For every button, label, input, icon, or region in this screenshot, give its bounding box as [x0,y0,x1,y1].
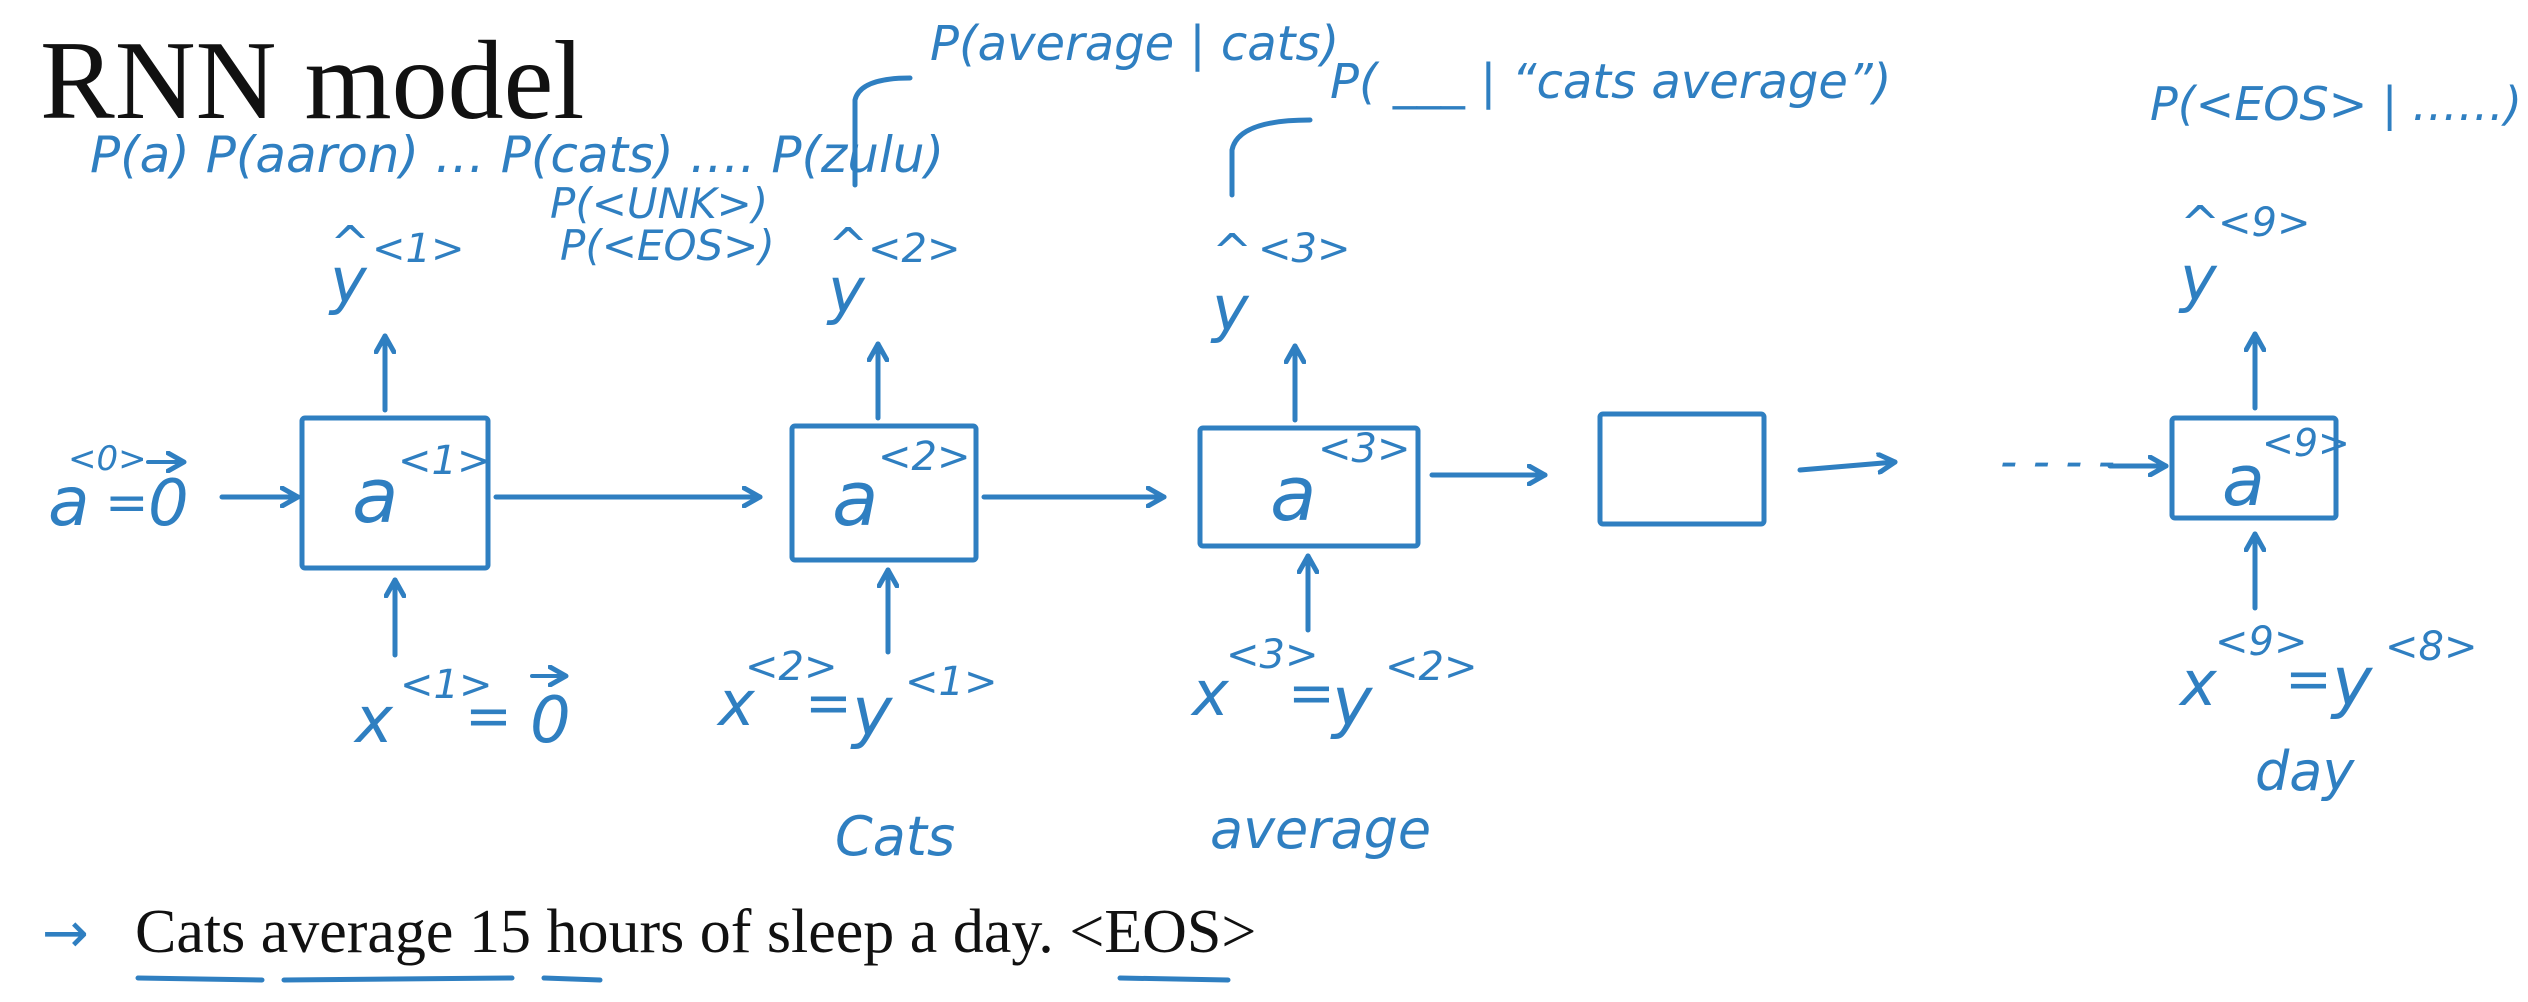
softmax-output-list: P(a) P(aaron) … P(cats) …. P(zulu) [90,126,944,184]
step9-prev-y-label: y [2330,643,2373,722]
step9-yhat-label: y [2178,242,2218,315]
sentence-word-average: average [261,898,454,966]
rnn-cell-2 [789,423,979,563]
step9-x-superscript: <9> [2215,619,2307,665]
step3-prev-y-label: y [1330,663,1373,742]
step9-yhat-superscript: <9> [2218,200,2310,246]
step9-input-word: day [2255,740,2355,803]
step1-yhat-label: y [328,244,368,317]
underline-15 [541,975,603,983]
sentence-arrow-icon: → [42,901,89,966]
step2-yhat-caret: ^ [828,218,868,274]
sentence-word-day: day. [953,898,1054,966]
softmax-unk-prob: P(<UNK>) [550,179,768,228]
step9-x-equals: = [2285,647,2332,712]
init-activation-label: a [48,463,90,542]
step1-activation-superscript: <1> [398,438,490,484]
step1-yhat-caret: ^ [330,216,370,272]
sentence-word-15: 15 [469,898,531,966]
step3-activation-superscript: <3> [1318,426,1410,472]
sentence-word-cats: Cats [135,898,245,966]
step3-yhat-superscript: <3> [1258,226,1350,272]
step2-probability: P(average | cats) [930,16,1339,72]
sentence-text: Cats average 15 hours of sleep a day. <E… [135,898,1256,966]
step3-prob-bracket [1229,117,1313,198]
step2-yhat-superscript: <2> [868,226,960,272]
step9-activation-label: a [2222,440,2265,522]
step2-x-label: x [716,667,756,740]
underline-cats [135,975,265,983]
step2-activation-superscript: <2> [878,434,970,480]
sentence-eos-token: <EOS> [1069,898,1256,966]
sentence-middle: hours of sleep a [546,898,937,966]
step3-x-equals: = [1288,661,1335,726]
step3-yhat-caret: ^ [1212,224,1252,280]
rnn-cell-3 [1197,425,1421,549]
step2-prev-y-label: y [850,673,893,752]
init-activation-superscript: <0> [68,439,147,479]
step3-prev-y-superscript: <2> [1385,644,1477,690]
slide-title: RNN model [40,19,584,143]
step9-activation-superscript: <9> [2262,421,2350,465]
step2-activation-label: a [832,454,879,543]
step1-x-label: x [353,684,394,758]
underline-day [1117,975,1231,983]
step1-activation-label: a [352,451,399,540]
step3-yhat-label: y [1210,272,1250,345]
init-equals: = [105,473,149,533]
ellipsis-dots: - - - - [2000,434,2115,490]
step9-probability: P(<EOS> | ……) [2150,77,2522,132]
rnn-cell-9 [2169,415,2339,521]
step2-x-equals: = [805,671,852,736]
step1-x-zero-vector: 0 [530,684,571,758]
rnn-cell-4-empty [1597,411,1767,527]
step2-prob-bracket [852,75,913,188]
rnn-cell-1 [299,415,491,571]
underline-average [281,975,515,983]
step3-x-superscript: <3> [1226,632,1318,678]
step9-x-label: x [2178,647,2218,720]
step2-input-word: Cats [835,805,955,868]
step3-activation-label: a [1270,449,1317,538]
step3-probability: P( ___ | “cats average”) [1330,54,1891,110]
step2-x-superscript: <2> [745,644,837,690]
step2-yhat-label: y [826,254,866,327]
cell4-to-next-arrow [1797,462,1898,470]
softmax-eos-prob: P(<EOS>) [560,221,775,270]
init-zero-vector: 0 [148,467,189,541]
step3-input-word: average [1210,798,1431,861]
step9-prev-y-superscript: <8> [2385,624,2477,670]
step9-yhat-caret: ^ [2180,196,2220,252]
step2-prev-y-superscript: <1> [905,659,997,705]
step3-x-label: x [1190,657,1230,730]
step1-x-superscript: <1> [400,662,492,708]
step1-x-equals: = [465,684,512,749]
step1-yhat-superscript: <1> [372,226,464,272]
